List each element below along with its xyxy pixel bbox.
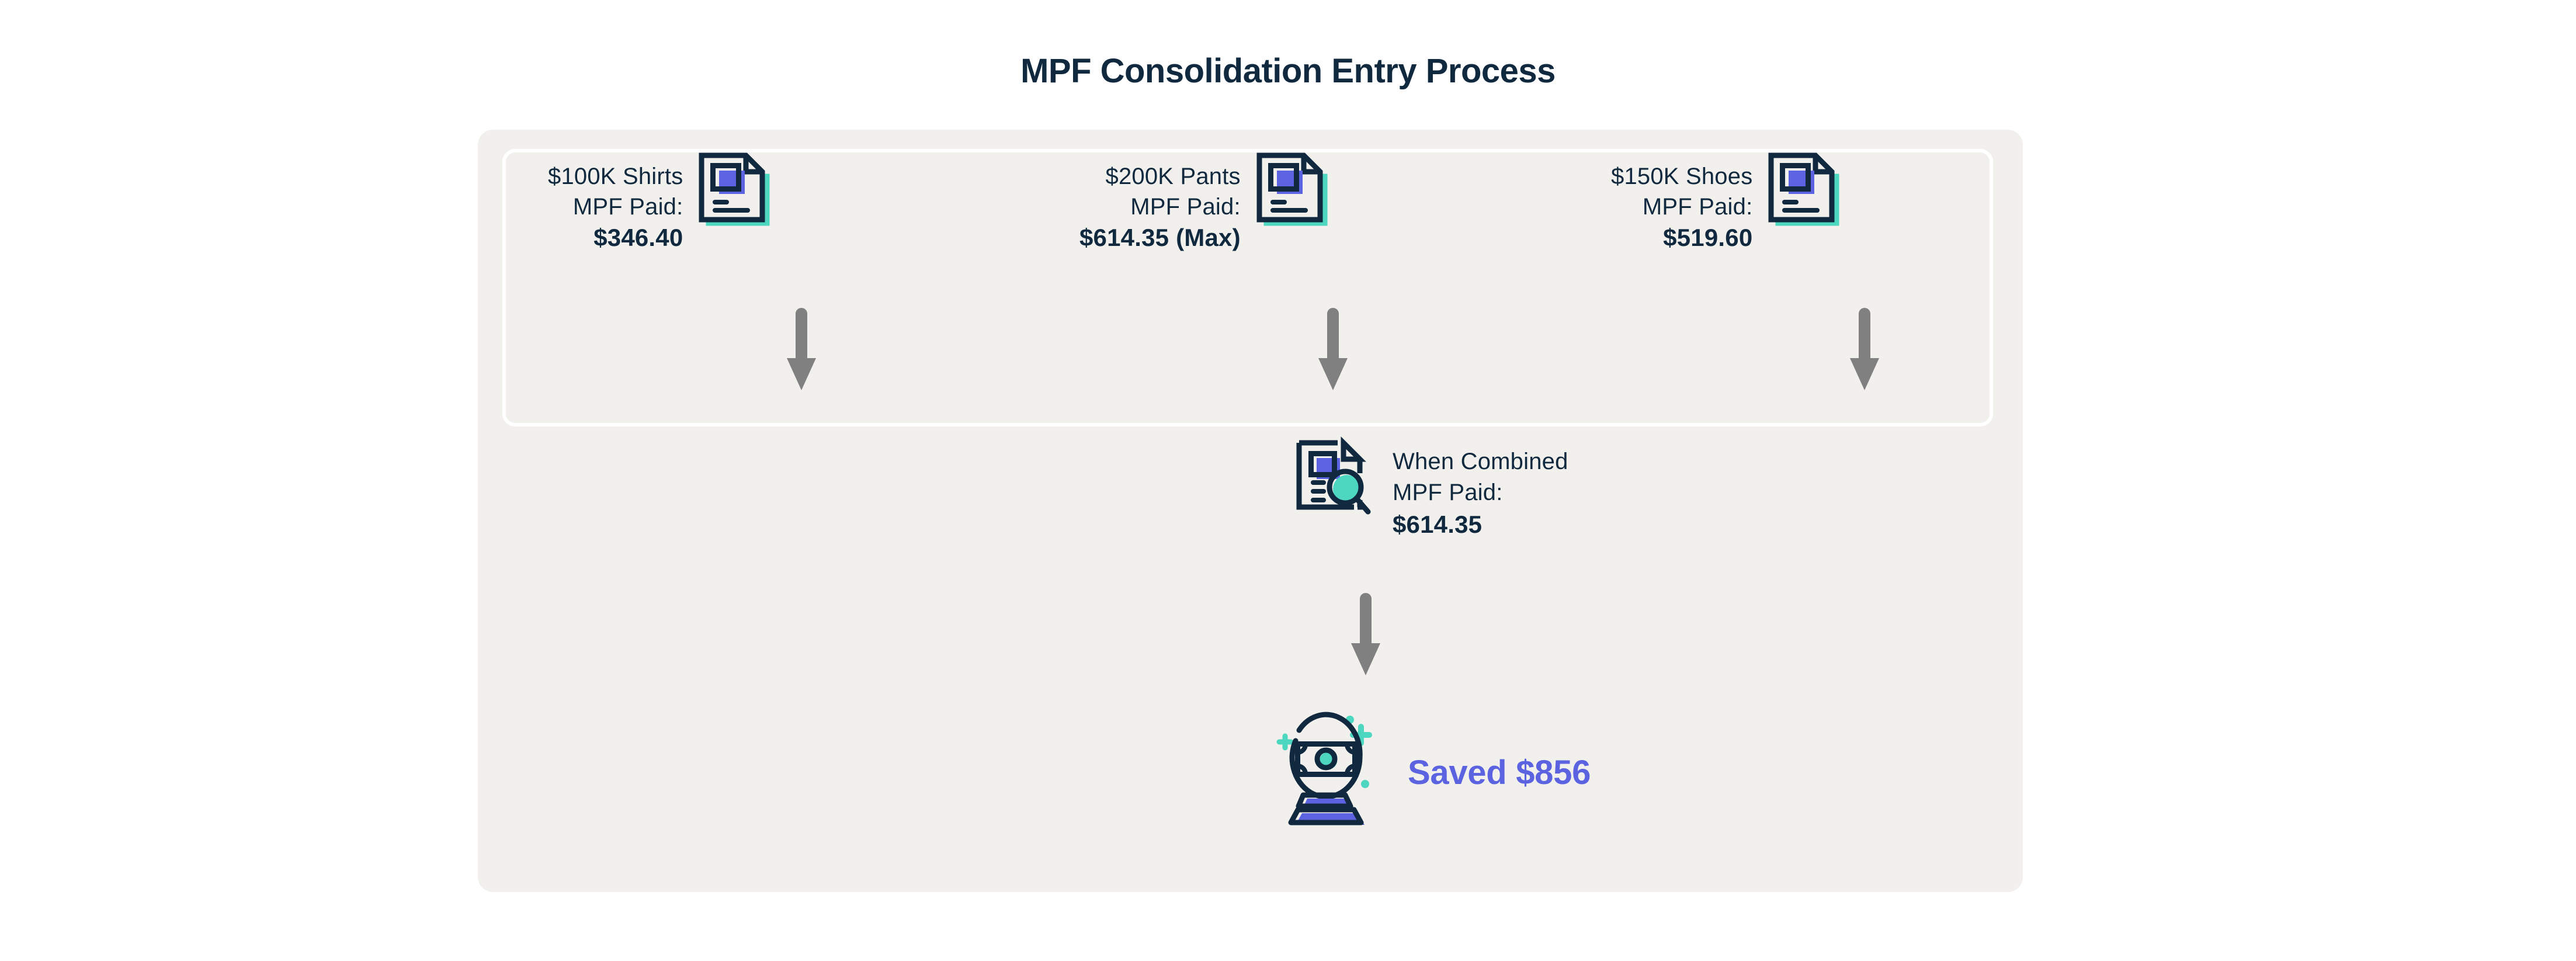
- savings-result: Saved $856: [1272, 712, 1591, 831]
- entry-line1: $100K Shirts: [548, 164, 683, 189]
- money-trophy-icon: [1272, 712, 1377, 831]
- arrow-down-icon: [1317, 308, 1349, 393]
- entry-amount: $519.60: [1663, 224, 1753, 251]
- entry-line2: MPF Paid:: [1130, 194, 1241, 220]
- arrow-down-icon: [1849, 308, 1880, 393]
- entry-line2: MPF Paid:: [1642, 194, 1753, 220]
- entry-item-shirts: $100K Shirts MPF Paid: $346.40: [548, 152, 773, 254]
- entry-amount: $346.40: [593, 224, 683, 251]
- entry-line1: $150K Shoes: [1611, 164, 1753, 189]
- document-icon: [1768, 152, 1842, 229]
- combined-line2: MPF Paid:: [1393, 479, 1503, 505]
- combined-label: When Combined MPF Paid: $614.35: [1393, 439, 1568, 540]
- document-magnifier-icon: [1296, 436, 1372, 516]
- entry-line2: MPF Paid:: [572, 194, 683, 220]
- entry-amount: $614.35 (Max): [1079, 224, 1241, 251]
- arrow-down-icon: [786, 308, 817, 393]
- arrow-down-icon: [1350, 593, 1381, 678]
- entry-label-pants: $200K Pants MPF Paid: $614.35 (Max): [1079, 152, 1241, 254]
- entry-label-shirts: $100K Shirts MPF Paid: $346.40: [548, 152, 683, 254]
- document-icon: [698, 152, 773, 229]
- combined-line1: When Combined: [1393, 449, 1568, 474]
- combined-amount: $614.35: [1393, 510, 1483, 538]
- process-card: $100K Shirts MPF Paid: $346.40: [478, 130, 2023, 892]
- document-icon: [1256, 152, 1331, 229]
- page-title: MPF Consolidation Entry Process: [1020, 52, 1556, 90]
- combined-result: When Combined MPF Paid: $614.35: [1296, 436, 1568, 540]
- entry-item-shoes: $150K Shoes MPF Paid: $519.60: [1611, 152, 1842, 254]
- entry-label-shoes: $150K Shoes MPF Paid: $519.60: [1611, 152, 1752, 254]
- savings-amount-label: Saved $856: [1408, 753, 1591, 792]
- entry-line1: $200K Pants: [1105, 164, 1241, 189]
- entry-item-pants: $200K Pants MPF Paid: $614.35 (Max): [1079, 152, 1331, 254]
